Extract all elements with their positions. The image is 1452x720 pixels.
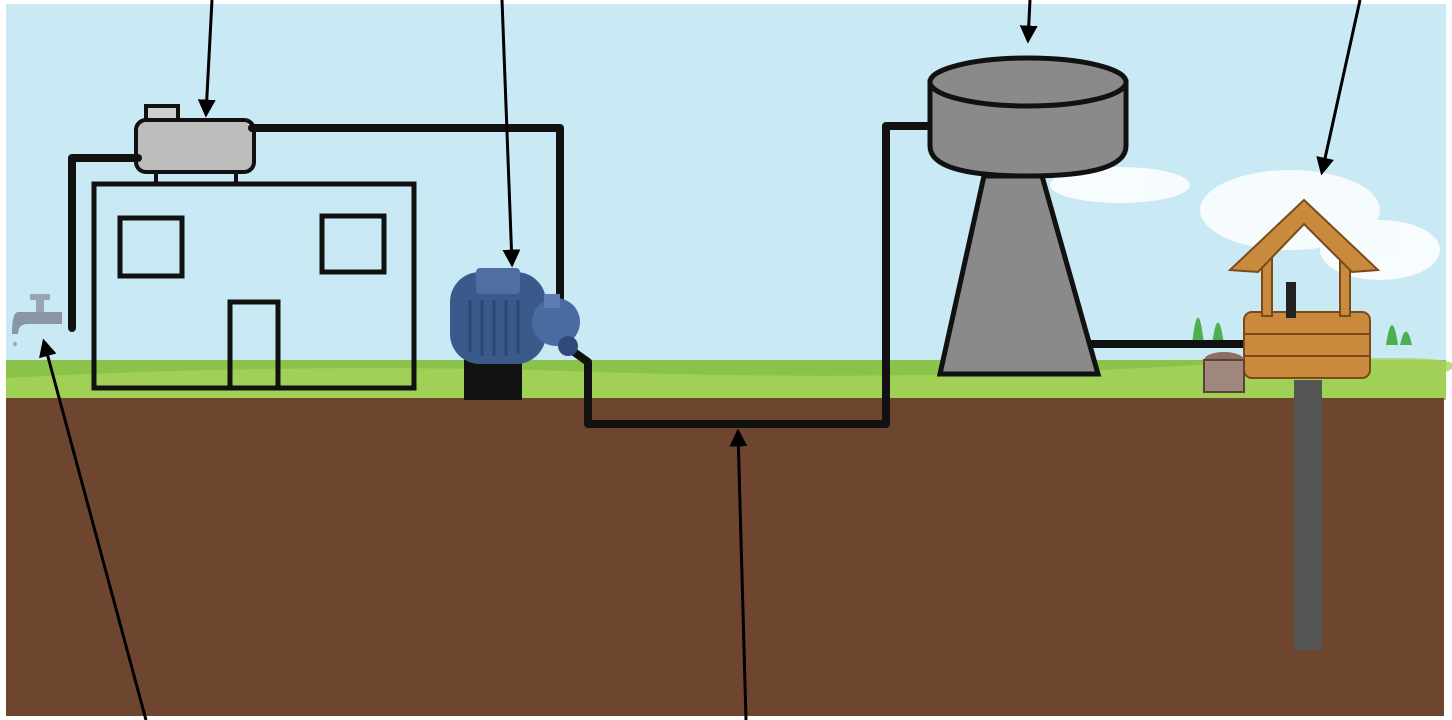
arrow-to-water-tower <box>1028 0 1030 40</box>
soil <box>6 398 1444 716</box>
bucket-icon <box>1204 352 1244 392</box>
